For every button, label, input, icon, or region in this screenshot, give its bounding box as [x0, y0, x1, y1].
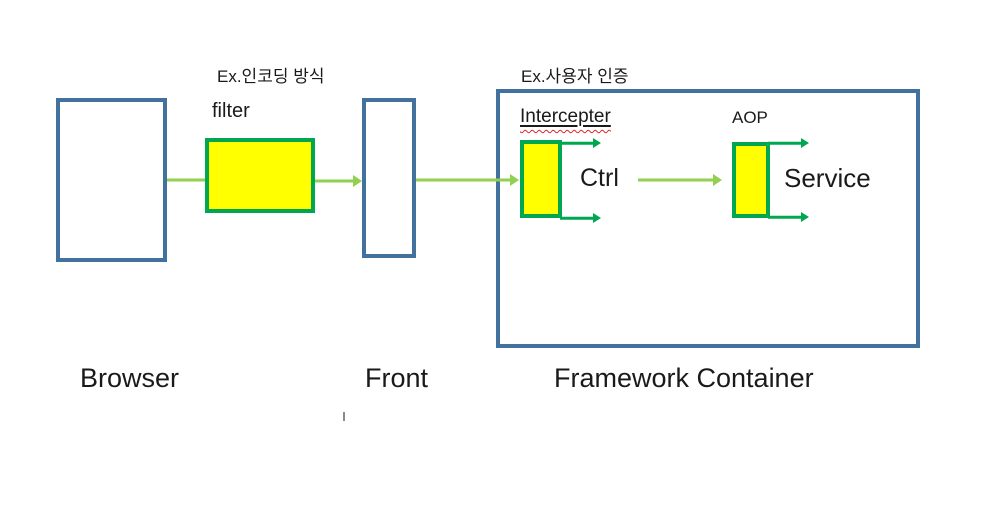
aop-label: AOP [732, 108, 768, 127]
intercepter-label: Intercepter [520, 106, 611, 127]
front-caption: Front [365, 363, 429, 393]
browser-caption: Browser [80, 363, 180, 393]
arrow-intercepter-top-out [560, 136, 601, 150]
aop-box [732, 142, 770, 218]
filter-label: filter [212, 100, 250, 122]
encoding-note-label: Ex.인코딩 방식 [217, 67, 325, 86]
text-cursor-artifact [343, 412, 345, 421]
arrow-aop-bottom-out [768, 210, 809, 224]
arrow-filter-to-front [315, 174, 362, 188]
arrow-intercepter-bottom-out [560, 211, 601, 225]
front-box [362, 98, 416, 258]
arrow-aop-top-out [768, 136, 809, 150]
ctrl-label: Ctrl [580, 164, 619, 192]
arrow-browser-to-filter [167, 173, 205, 187]
browser-box [56, 98, 167, 262]
filter-box [205, 138, 315, 213]
intercepter-box [520, 140, 562, 218]
framework-container-caption: Framework Container [554, 363, 814, 393]
auth-note-label: Ex.사용자 인증 [521, 67, 629, 86]
arrow-ctrl-to-aop [638, 173, 722, 187]
service-label: Service [784, 163, 871, 193]
arrow-front-to-intercepter [416, 173, 519, 187]
